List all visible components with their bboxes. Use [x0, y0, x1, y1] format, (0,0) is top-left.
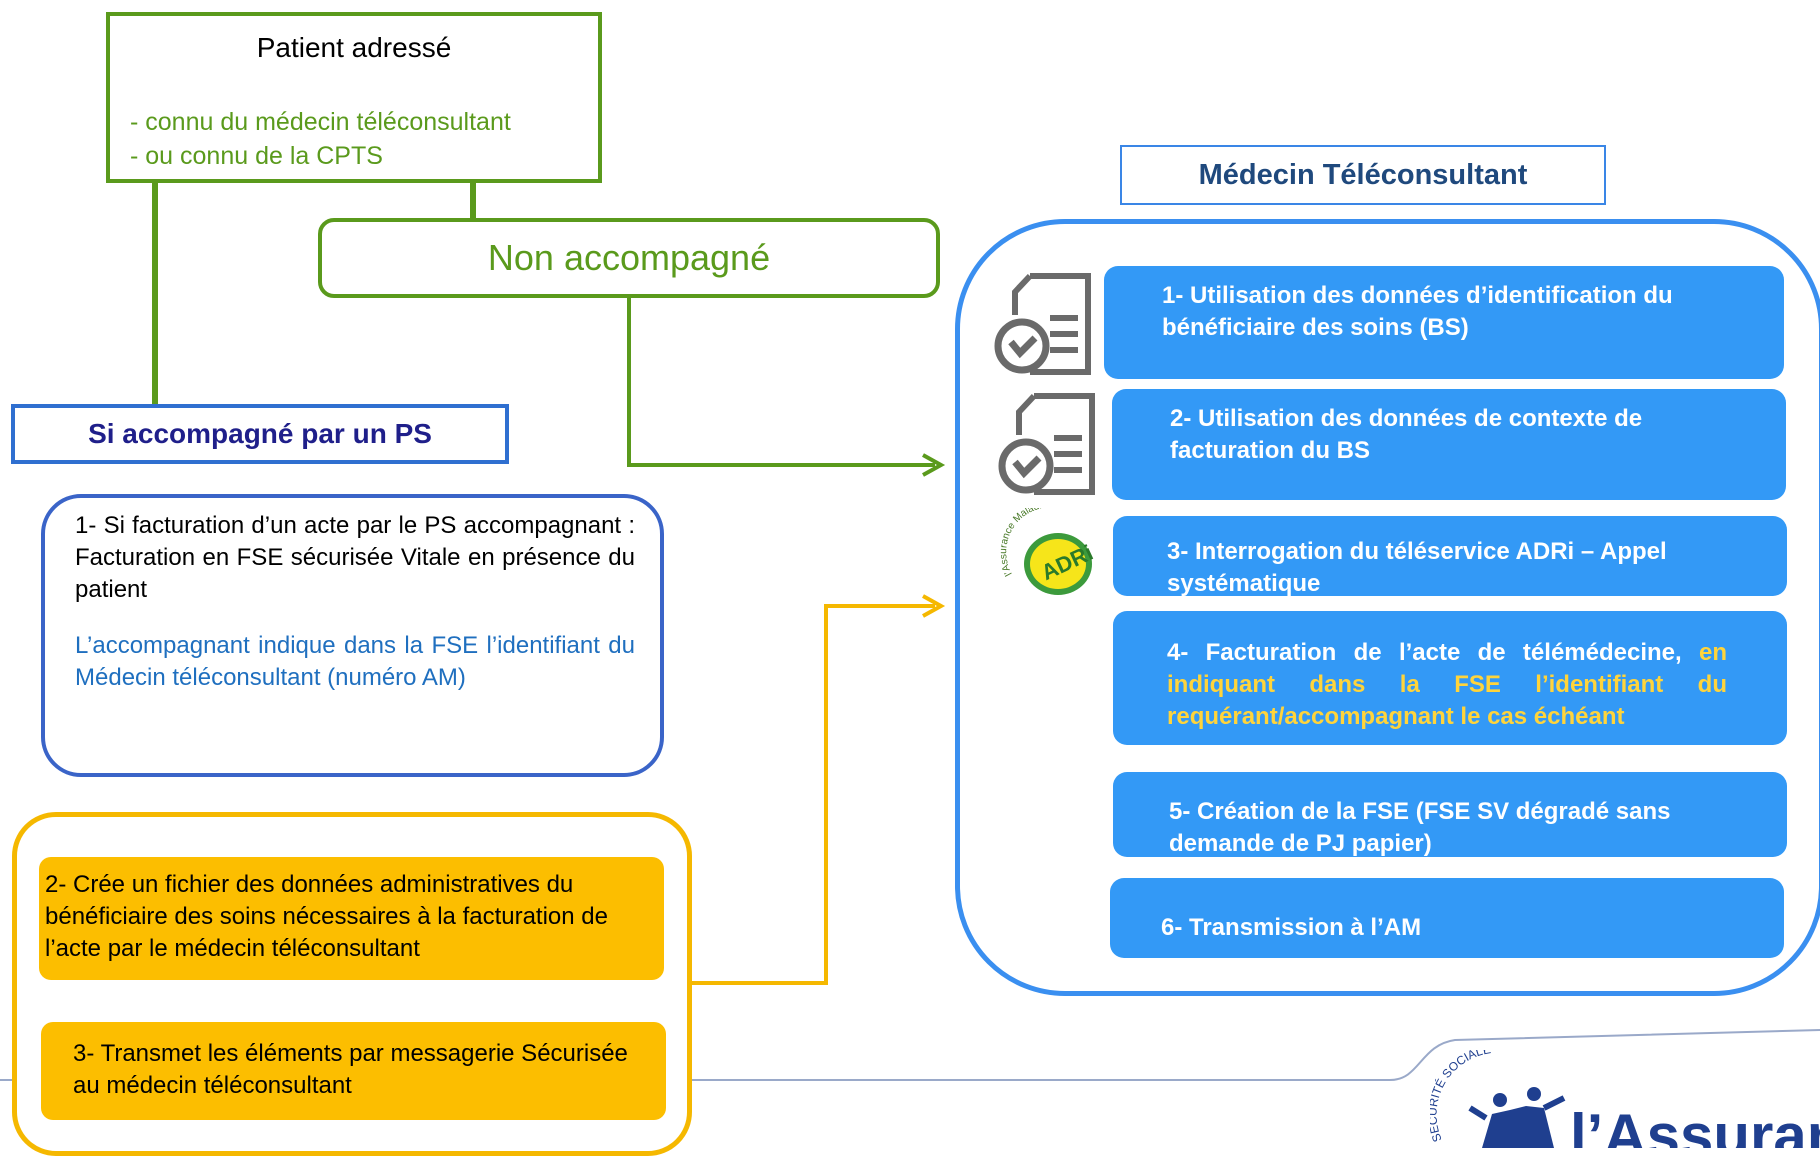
- document-check-icon: [994, 273, 1091, 375]
- nonacc-to-medecin-line: [627, 298, 935, 467]
- medecin-step-2-text: 2- Utilisation des données de contexte d…: [1170, 405, 1643, 464]
- medecin-step-5-text: 5- Création de la FSE (FSE SV dégradé sa…: [1169, 798, 1671, 857]
- yellow-arrowhead: [922, 594, 946, 618]
- medecin-step-4: 4- Facturation de l’acte de télémédecine…: [1113, 611, 1787, 745]
- medecin-title: Médecin Téléconsultant: [1120, 145, 1606, 205]
- patient-title: Patient adressé: [256, 32, 452, 63]
- assurance-maladie-logo: SÉCURITÉ SOCIALE l’Assurance: [1430, 1050, 1820, 1148]
- yellow-to-medecin-line: [690, 604, 935, 985]
- medecin-step-4-highlight: en indiquant dans la FSE l’identifiant d…: [1167, 639, 1728, 730]
- ps-step1-note: L’accompagnant indique dans la FSE l’ide…: [75, 632, 635, 691]
- medecin-step-6: 6- Transmission à l’AM: [1110, 878, 1784, 958]
- ps-step1-box: 1- Si facturation d’un acte par le PS ac…: [41, 494, 664, 777]
- medecin-step-4-main: 4- Facturation de l’acte de télémédecine…: [1167, 639, 1682, 666]
- green-arrowhead: [922, 453, 946, 477]
- patient-line-2: - ou connu de la CPTS: [130, 142, 383, 170]
- non-accompagne-box: Non accompagné: [318, 218, 940, 298]
- svg-text:SÉCURITÉ SOCIALE: SÉCURITÉ SOCIALE: [1430, 1050, 1492, 1144]
- ps-step3-box: 3- Transmet les éléments par messagerie …: [41, 1022, 666, 1120]
- ps-step1-text: 1- Si facturation d’un acte par le PS ac…: [75, 512, 635, 603]
- adri-logo-icon: l’Assurance Maladie ADRi: [1000, 508, 1097, 595]
- patient-line-1: - connu du médecin téléconsultant: [130, 108, 511, 136]
- footer-rule: [0, 1029, 1820, 1081]
- medecin-step-1-text: 1- Utilisation des données d’identificat…: [1162, 282, 1673, 341]
- medecin-step-3-text: 3- Interrogation du téléservice ADRi – A…: [1167, 538, 1667, 597]
- ps-step2-box: 2- Crée un fichier des données administr…: [39, 857, 664, 980]
- medecin-step-2: 2- Utilisation des données de contexte d…: [1112, 389, 1786, 500]
- medecin-step-1: 1- Utilisation des données d’identificat…: [1104, 266, 1784, 379]
- svg-text:l’Assurance: l’Assurance: [1570, 1102, 1820, 1148]
- medecin-step-4-text: 4- Facturation de l’acte de télémédecine…: [1167, 637, 1727, 733]
- ps-section-title: Si accompagné par un PS: [11, 404, 509, 464]
- patient-box: Patient adressé - connu du médecin téléc…: [106, 12, 602, 183]
- medecin-step-5: 5- Création de la FSE (FSE SV dégradé sa…: [1113, 772, 1787, 857]
- medecin-step-3: 3- Interrogation du téléservice ADRi – A…: [1113, 516, 1787, 597]
- medecin-step-6-text: 6- Transmission à l’AM: [1161, 914, 1422, 941]
- document-check-icon-2: [998, 393, 1095, 495]
